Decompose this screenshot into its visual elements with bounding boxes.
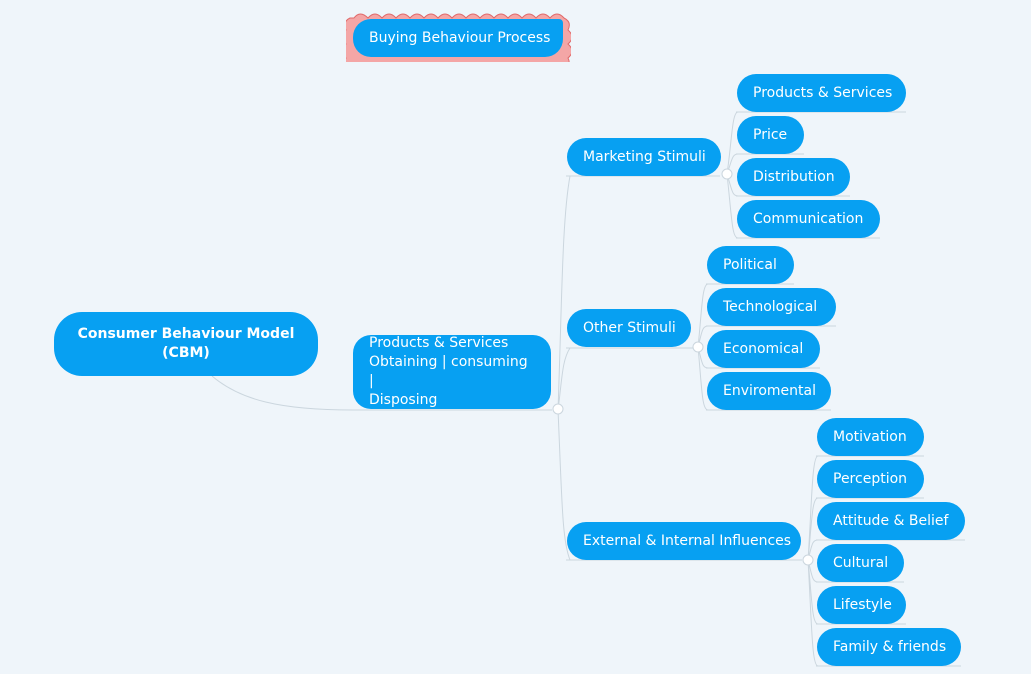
leaf-family-friends-label: Family & friends (833, 638, 947, 655)
leaf-family-friends[interactable]: Family & friends (817, 628, 961, 666)
leaf-technological[interactable]: Technological (707, 288, 836, 326)
central-line-3: Disposing (369, 392, 438, 408)
junction-dot-other (692, 341, 704, 353)
central-line-2: Obtaining | consuming | (369, 354, 528, 389)
branch-marketing-stimuli[interactable]: Marketing Stimuli (567, 138, 721, 176)
leaf-cultural-label: Cultural (833, 554, 889, 571)
leaf-distribution[interactable]: Distribution (737, 158, 850, 196)
leaf-lifestyle[interactable]: Lifestyle (817, 586, 906, 624)
connector-other-underlines (706, 283, 836, 411)
connector-branch-underlines (566, 175, 802, 561)
leaf-enviromental-label: Enviromental (723, 382, 816, 399)
leaf-products-services[interactable]: Products & Services (737, 74, 906, 112)
connector-influences-children (807, 455, 819, 667)
leaf-attitude-belief[interactable]: Attitude & Belief (817, 502, 965, 540)
leaf-price[interactable]: Price (737, 116, 804, 154)
leaf-technological-label: Technological (723, 298, 818, 315)
leaf-enviromental[interactable]: Enviromental (707, 372, 831, 410)
connector-root-central (211, 375, 354, 411)
central-node[interactable]: Products & Services Obtaining | consumin… (353, 335, 551, 409)
leaf-perception[interactable]: Perception (817, 460, 924, 498)
central-line-1: Products & Services (369, 335, 509, 351)
junction-dot-marketing (721, 168, 733, 180)
connector-marketing-children (726, 111, 739, 239)
leaf-lifestyle-label: Lifestyle (833, 596, 892, 613)
branch-marketing-stimuli-label: Marketing Stimuli (583, 148, 706, 165)
leaf-motivation[interactable]: Motivation (817, 418, 924, 456)
branch-external-internal-influences-label: External & Internal Influences (583, 532, 792, 549)
leaf-distribution-label: Distribution (753, 168, 835, 185)
leaf-cultural[interactable]: Cultural (817, 544, 904, 582)
root-node[interactable]: Consumer Behaviour Model (CBM) (54, 312, 318, 376)
leaf-economical[interactable]: Economical (707, 330, 820, 368)
leaf-political-label: Political (723, 256, 777, 273)
leaf-attitude-belief-label: Attitude & Belief (833, 512, 949, 529)
floating-topic-node[interactable]: Buying Behaviour Process (353, 19, 563, 57)
branch-other-stimuli-label: Other Stimuli (583, 319, 676, 336)
junction-dot-influences (802, 554, 814, 566)
root-node-label: Consumer Behaviour Model (CBM) (77, 326, 295, 361)
junction-dot-central (552, 403, 564, 415)
leaf-communication[interactable]: Communication (737, 200, 880, 238)
leaf-economical-label: Economical (723, 340, 804, 357)
leaf-products-services-label: Products & Services (753, 84, 893, 101)
leaf-political[interactable]: Political (707, 246, 794, 284)
leaf-motivation-label: Motivation (833, 428, 907, 445)
floating-topic-cloud[interactable]: Buying Behaviour Process (346, 12, 571, 62)
connector-other-children (697, 283, 709, 411)
leaf-communication-label: Communication (753, 210, 864, 227)
branch-external-internal-influences[interactable]: External & Internal Influences (567, 522, 801, 560)
connector-trunk (557, 175, 571, 561)
leaf-perception-label: Perception (833, 470, 908, 487)
leaf-price-label: Price (753, 126, 788, 143)
central-node-text: Products & Services Obtaining | consumin… (369, 334, 535, 410)
floating-topic-label: Buying Behaviour Process (369, 29, 551, 46)
connector-influences-underlines (816, 455, 965, 667)
branch-other-stimuli[interactable]: Other Stimuli (567, 309, 691, 347)
connector-marketing-underlines (736, 111, 906, 239)
